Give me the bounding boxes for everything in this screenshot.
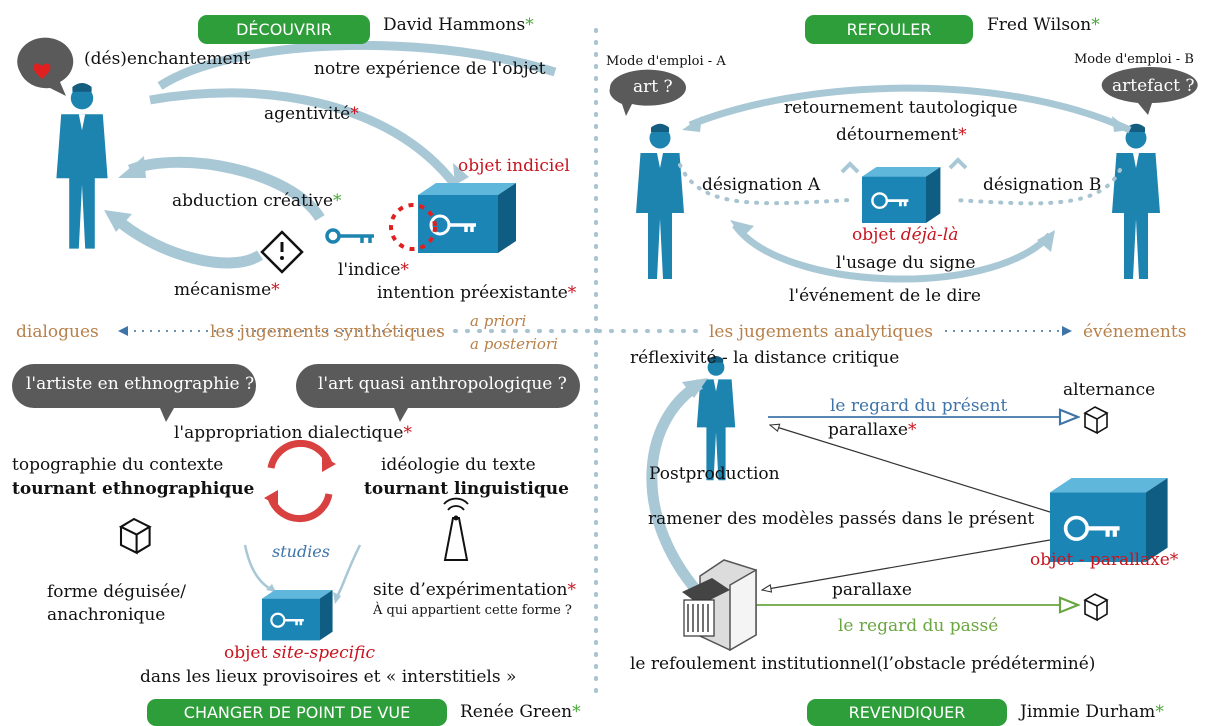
label-regard-present: le regard du présent xyxy=(830,396,1008,416)
artist-jimmie-durham: Jimmie Durham* xyxy=(1020,702,1164,722)
artist-renee-green: Renée Green* xyxy=(460,702,581,722)
cube-icon xyxy=(1084,593,1108,621)
label-question-forme: À qui appartient cette forme ? xyxy=(373,603,572,618)
arrow-usage xyxy=(732,222,1053,283)
label-experience: notre expérience de l'objet xyxy=(314,59,546,79)
label-designation-a: désignation A xyxy=(702,175,821,195)
label-studies: studies xyxy=(272,542,330,561)
label-tournant-ling: tournant linguistique xyxy=(364,479,569,499)
label-mecanisme: mécanisme* xyxy=(174,280,280,300)
cube-icon xyxy=(119,517,151,554)
decouvrir-button[interactable]: DÉCOUVRIR xyxy=(198,15,370,44)
revendiquer-button[interactable]: REVENDIQUER xyxy=(807,699,1007,726)
label-detournement: détournement* xyxy=(836,125,967,145)
axis-jugements-analytiques: les jugements analytiques xyxy=(709,322,934,342)
axis-dialogues: dialogues xyxy=(16,322,99,342)
bubble-anthro-text: l'art quasi anthropologique ? xyxy=(318,374,567,394)
label-forme-1: forme déguisée/ xyxy=(47,582,187,602)
refouler-button[interactable]: REFOULER xyxy=(805,15,973,44)
label-agentivite: agentivité* xyxy=(264,104,359,124)
label-tournant-ethno: tournant ethnographique xyxy=(12,479,255,499)
key-icon xyxy=(325,228,374,244)
label-ideologie: idéologie du texte xyxy=(381,455,536,475)
label-alternance: alternance xyxy=(1063,380,1156,400)
label-objet-deja-la: objet déjà-là xyxy=(852,225,959,245)
label-ramener: ramener des modèles passés dans le prése… xyxy=(648,509,1035,529)
speech-bubble-artefact xyxy=(1101,67,1198,115)
safe-box-icon xyxy=(860,165,942,225)
label-topographie: topographie du contexte xyxy=(12,455,224,475)
arrow-mecanisme xyxy=(116,217,264,269)
cube-icon xyxy=(1084,406,1108,434)
label-indice: l'indice* xyxy=(338,260,409,280)
designation-a-line xyxy=(678,163,852,206)
label-retournement: retournement tautologique xyxy=(784,98,1018,118)
changer-de-point-de-vue-button[interactable]: CHANGER DE POINT DE VUE xyxy=(147,699,447,726)
axis-jugements-synthetiques: les jugements synthétiques xyxy=(210,322,445,342)
axis-a-priori: a priori xyxy=(470,312,527,330)
label-regard-passe: le regard du passé xyxy=(838,616,999,636)
parallaxe-line-bottom xyxy=(762,539,1051,590)
label-reflexivite: réflexivité - la distance critique xyxy=(630,348,900,368)
label-objet-parallaxe: objet - parallaxe* xyxy=(1030,550,1179,570)
bubble-art-text: art ? xyxy=(633,77,673,97)
speech-bubble-ethno xyxy=(12,364,256,422)
index-burst xyxy=(389,203,437,251)
label-forme-2: anachronique xyxy=(47,605,166,625)
antenna-icon xyxy=(443,497,469,561)
label-evenement-dire: l'événement de le dire xyxy=(789,286,981,306)
speech-bubble-anthro xyxy=(296,364,580,422)
heart-icon xyxy=(33,63,51,79)
arrow-experience xyxy=(157,40,557,90)
safe-box-icon xyxy=(416,181,518,255)
speech-bubble-art xyxy=(609,69,686,116)
arrow-studies-right xyxy=(333,544,362,601)
label-postproduction: Postproduction xyxy=(649,464,780,484)
label-appropriation: l'appropriation dialectique* xyxy=(174,423,412,443)
label-mode-b: Mode d'emploi - B xyxy=(1074,52,1194,67)
arrow-abduction xyxy=(127,156,325,222)
arrow-retournement xyxy=(688,84,1132,134)
label-intention: intention préexistante* xyxy=(377,283,577,303)
label-parallaxe-1: parallaxe* xyxy=(828,420,917,440)
safe-box-icon xyxy=(260,588,334,642)
label-parallaxe-2: parallaxe xyxy=(832,580,912,600)
arrow-postproduction xyxy=(646,379,710,604)
person-icon xyxy=(56,83,108,249)
artist-david-hammons: David Hammons* xyxy=(383,15,534,35)
label-objet-site-specific: objet site-specific xyxy=(224,643,375,663)
person-icon xyxy=(636,123,684,279)
speech-bubble-heart xyxy=(17,37,74,96)
label-refoulement: le refoulement institutionnel(l’obstacle… xyxy=(630,654,1096,674)
cycle-icon xyxy=(264,439,336,523)
artist-fred-wilson: Fred Wilson* xyxy=(987,15,1100,35)
warning-icon xyxy=(260,230,304,274)
label-objet-indiciel: objet indiciel xyxy=(458,156,570,176)
label-des-enchantement: (dés)enchantement xyxy=(84,49,251,69)
bubble-ethno-text: l'artiste en ethnographie ? xyxy=(26,374,255,394)
person-icon xyxy=(696,356,736,481)
label-usage-signe: l'usage du signe xyxy=(836,253,976,273)
label-site-experimentation: site d’expérimentation* xyxy=(373,580,576,600)
label-lieux: dans les lieux provisoires et « intersti… xyxy=(140,667,517,687)
person-icon xyxy=(1112,123,1160,279)
bubble-artefact-text: artefact ? xyxy=(1112,76,1195,96)
label-designation-b: désignation B xyxy=(983,175,1102,195)
arrow-agentivite xyxy=(149,88,459,188)
axis-a-posteriori: a posteriori xyxy=(470,335,558,353)
designation-b-line xyxy=(953,168,1122,206)
axis-evenements: événements xyxy=(1083,322,1187,342)
parallaxe-line-top xyxy=(770,425,1051,513)
label-mode-a: Mode d'emploi - A xyxy=(606,54,726,69)
label-abduction: abduction créative* xyxy=(172,191,342,211)
museum-icon xyxy=(682,559,757,652)
